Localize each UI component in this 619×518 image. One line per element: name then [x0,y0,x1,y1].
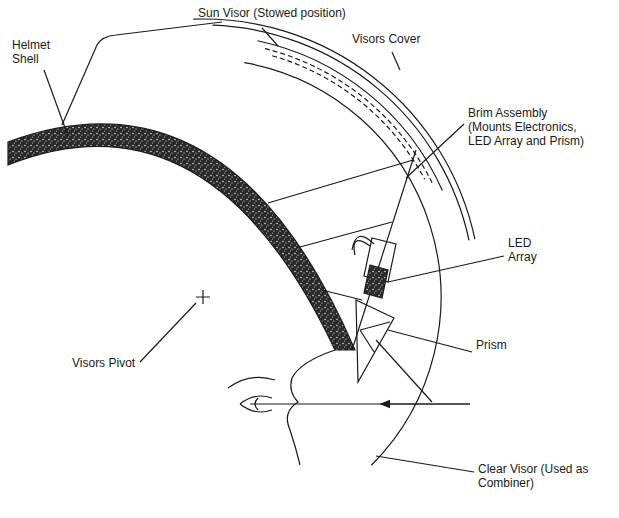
light-ray [376,340,432,402]
leader-line [392,52,400,70]
helmet-shell [8,124,355,350]
pivot-mark [196,290,210,304]
eyebrow [228,377,275,388]
leader-line [140,303,196,362]
eye [240,396,272,412]
led-array [364,265,388,298]
part-label: Visors Cover [352,32,420,46]
cable [352,236,374,255]
leader-line [388,256,504,282]
leader-line [388,330,472,352]
arrow [385,403,470,404]
brim-assembly [268,150,416,350]
leader-line [44,70,68,136]
part-label: Prism [476,338,507,352]
part-label: Brim Assembly (Mounts Electronics, LED A… [468,106,590,148]
visors-cover [193,19,475,239]
face-profile [287,350,335,465]
clear-visor [244,63,441,466]
sun-visor-alt-position [272,56,424,179]
leader-line [262,28,278,46]
sun-visor [257,41,442,191]
leader-line [406,124,464,178]
leader-line [376,456,474,472]
light-ray [250,403,470,404]
part-label: Helmet Shell [12,38,58,66]
visor-housing [62,22,222,125]
part-label: Visors Pivot [72,356,135,370]
part-label: Sun Visor (Stowed position) [198,6,346,20]
sun-visor-alt-position [265,49,433,185]
eye [255,398,258,410]
part-label: Clear Visor (Used as Combiner) [478,462,590,490]
visors-cover [212,25,469,240]
prism [356,300,394,382]
part-label: LED Array [508,236,550,264]
